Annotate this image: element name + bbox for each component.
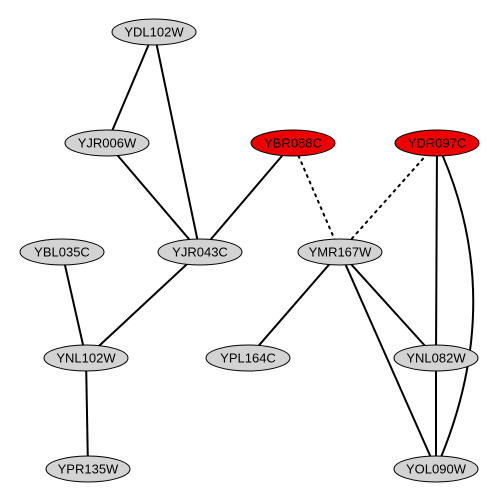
edge-ydr097c-yol090w bbox=[435, 142, 475, 470]
node-label: YDR097C bbox=[408, 136, 467, 151]
node-label: YBL035C bbox=[34, 245, 90, 260]
node-ellipse bbox=[64, 129, 150, 157]
edge-ymr167w-yol090w bbox=[339, 251, 437, 470]
node-label: YOL090W bbox=[406, 462, 467, 477]
node-ynl102w[interactable]: YNL102W bbox=[43, 344, 129, 372]
node-label: YDL102W bbox=[124, 25, 184, 40]
node-ellipse bbox=[111, 18, 197, 46]
edge-ydl102w-yjr006w bbox=[106, 31, 155, 144]
node-yol090w[interactable]: YOL090W bbox=[393, 455, 479, 483]
edge-yjr006w-yjr043c bbox=[106, 142, 201, 253]
node-ybr088c[interactable]: YBR088C bbox=[250, 129, 336, 157]
edge-ybr088c-ymr167w bbox=[292, 142, 341, 253]
edge-ymr167w-ypl164c bbox=[247, 251, 341, 359]
edge-ydr097c-ymr167w bbox=[339, 142, 438, 253]
node-label: YBR088C bbox=[264, 136, 322, 151]
node-label: YJR006W bbox=[78, 136, 137, 151]
node-ypr135w[interactable]: YPR135W bbox=[45, 455, 131, 483]
edge-yjr043c-ynl102w bbox=[85, 251, 201, 359]
node-label: YPL164C bbox=[220, 351, 276, 366]
edge-ymr167w-ynl082w bbox=[339, 251, 437, 359]
node-ellipse bbox=[393, 455, 479, 483]
node-ellipse bbox=[394, 129, 480, 157]
node-label: YPR135W bbox=[58, 462, 119, 477]
node-ellipse bbox=[205, 344, 291, 372]
node-label: YJR043C bbox=[172, 245, 228, 260]
node-yjr043c[interactable]: YJR043C bbox=[157, 238, 243, 266]
edge-ybr088c-yjr043c bbox=[199, 142, 294, 253]
node-label: YNL082W bbox=[406, 351, 466, 366]
edge-ydr097c-ynl082w bbox=[435, 142, 438, 359]
edge-ybl035c-ynl102w bbox=[61, 251, 87, 359]
node-label: YNL102W bbox=[56, 351, 116, 366]
node-yjr006w[interactable]: YJR006W bbox=[64, 129, 150, 157]
node-ypl164c[interactable]: YPL164C bbox=[205, 344, 291, 372]
node-ydr097c[interactable]: YDR097C bbox=[394, 129, 480, 157]
edge-ynl102w-ypr135w bbox=[85, 357, 89, 470]
node-ellipse bbox=[393, 344, 479, 372]
edge-layer bbox=[61, 31, 475, 470]
node-ellipse bbox=[19, 238, 105, 266]
node-label: YMR167W bbox=[309, 245, 373, 260]
node-ydl102w[interactable]: YDL102W bbox=[111, 18, 197, 46]
node-ellipse bbox=[43, 344, 129, 372]
node-ellipse bbox=[45, 455, 131, 483]
node-ellipse bbox=[157, 238, 243, 266]
node-layer: YDL102W YJR006W YBR088C YDR097C YBL035C YJR04… bbox=[19, 18, 480, 483]
node-ybl035c[interactable]: YBL035C bbox=[19, 238, 105, 266]
node-ellipse bbox=[297, 238, 383, 266]
node-ymr167w[interactable]: YMR167W bbox=[297, 238, 383, 266]
edge-ydl102w-yjr043c bbox=[153, 31, 201, 253]
node-ellipse bbox=[250, 129, 336, 157]
node-ynl082w[interactable]: YNL082W bbox=[393, 344, 479, 372]
